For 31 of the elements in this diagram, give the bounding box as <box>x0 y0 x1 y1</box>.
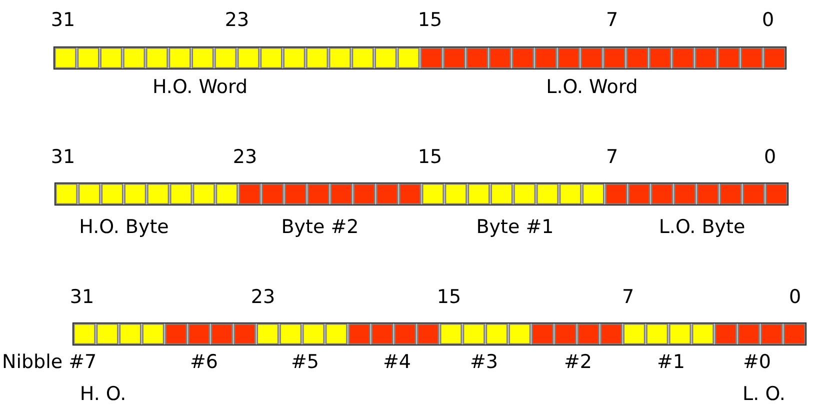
field-label: #3 <box>470 351 498 373</box>
field-label: #0 <box>743 351 771 373</box>
bit-number: 15 <box>418 146 442 168</box>
field-label: #4 <box>383 351 411 373</box>
bit-number: 0 <box>788 286 802 308</box>
field-label: #2 <box>564 351 592 373</box>
field-label: L. O. <box>742 383 786 405</box>
field-label: L.O. Word <box>546 76 638 98</box>
field-label: Byte #2 <box>281 216 359 238</box>
field-label: L.O. Byte <box>658 216 746 238</box>
bit-number: 7 <box>606 146 618 168</box>
field-label: #1 <box>657 351 685 373</box>
bit-number: 31 <box>50 146 76 168</box>
field-label: Nibble #7 <box>2 351 97 373</box>
bit-number: 7 <box>622 286 634 308</box>
bit-number: 23 <box>224 9 250 31</box>
field-label: Byte #1 <box>476 216 554 238</box>
bit-number: 0 <box>764 146 776 168</box>
bit-number: 15 <box>436 286 462 308</box>
bit-number: 7 <box>606 9 618 31</box>
bit-number: 0 <box>762 9 774 31</box>
bit-number: 23 <box>250 286 276 308</box>
bit-number: 15 <box>418 9 442 31</box>
field-label: H. O. <box>80 383 126 405</box>
field-label: H.O. Byte <box>79 216 169 238</box>
bit-number: 31 <box>70 286 94 308</box>
field-label: H.O. Word <box>152 76 248 98</box>
field-label: #6 <box>190 351 218 373</box>
field-label: #5 <box>291 351 319 373</box>
bit-number: 31 <box>50 9 76 31</box>
bit-number: 23 <box>232 146 258 168</box>
